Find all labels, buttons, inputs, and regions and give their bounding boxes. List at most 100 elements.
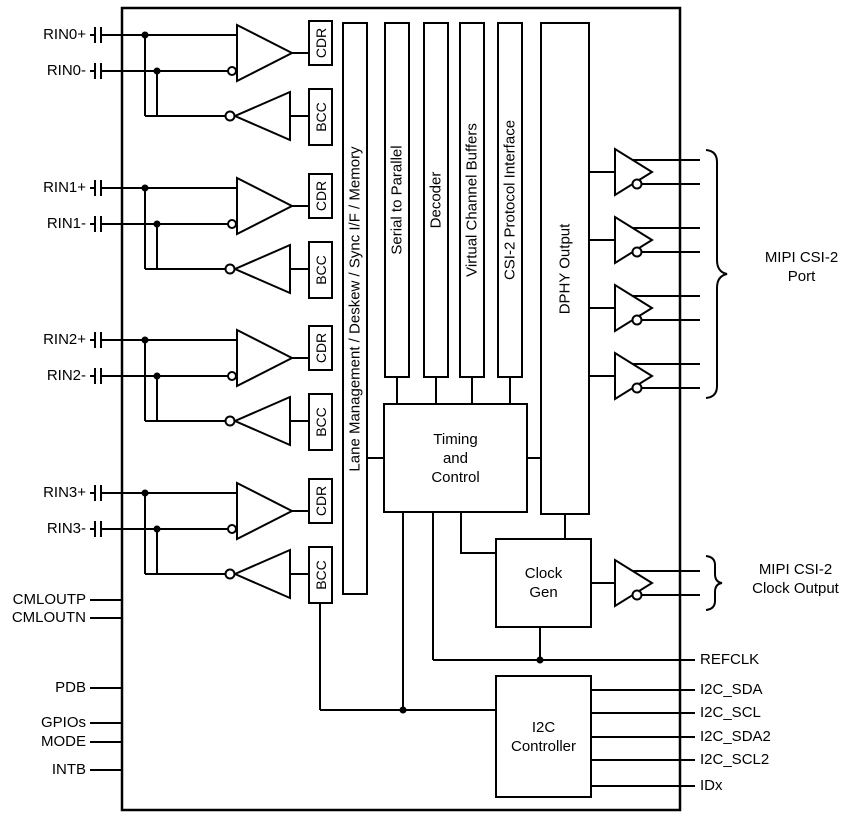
block-i2c-controller: I2C Controller [495, 675, 592, 798]
inverting-output-bubble [224, 415, 236, 427]
inverting-output-bubble [631, 382, 643, 394]
backchannel-wires [144, 340, 308, 422]
pin-label-cmloutn: CMLOUTN [11, 609, 86, 626]
refclk-wire [432, 513, 695, 661]
block-label: Clock Gen [524, 565, 563, 601]
inverting-output-bubble [631, 178, 643, 190]
buffer-output-wires [633, 295, 700, 321]
block-label: CDR [312, 332, 329, 364]
block-bcc-0: BCC [308, 88, 333, 146]
block-timing-and-control: Timing and Control [383, 403, 528, 513]
rin1-wires [90, 187, 237, 225]
block-cdr-2: CDR [308, 325, 333, 371]
pin-label-rin2-plus: RIN2+ [43, 331, 86, 348]
pin-label-gpios: GPIOs [40, 714, 86, 731]
block-label: Timing and Control [431, 430, 480, 486]
rin0-wires [90, 34, 237, 72]
pin-label-rin3-minus: RIN3- [46, 520, 86, 537]
backchannel-wires [144, 493, 308, 575]
block-decoder: Decoder [423, 22, 449, 378]
pin-label-rin2-minus: RIN2- [46, 367, 86, 384]
rin2-wires [90, 339, 237, 377]
dphy-output-buffer-3 [614, 351, 700, 401]
bcc-driver-icon [232, 243, 291, 295]
channel-3 [90, 481, 308, 600]
junction-dot [141, 31, 149, 39]
buffer-output-wires [633, 570, 700, 596]
bcc-to-i2c-wire [319, 604, 495, 711]
junction-dot [141, 489, 149, 497]
inverting-output-bubble [631, 314, 643, 326]
mipi-port-label: MIPI CSI-2 Port [764, 249, 839, 285]
block-label: Virtual Channel Buffers [463, 123, 481, 277]
pin-label-idx: IDx [700, 777, 723, 794]
block-label: CDR [312, 180, 329, 212]
block-serial-to-parallel: Serial to Parallel [384, 22, 410, 378]
mipi-clock-output-label: MIPI CSI-2 Clock Output [752, 561, 839, 597]
pin-label-cmloutp: CMLOUTP [12, 591, 86, 608]
backchannel-wires [144, 35, 308, 117]
block-cdr-3: CDR [308, 478, 333, 524]
dphy-output-buffer-0 [614, 147, 700, 197]
channel-1 [90, 176, 308, 295]
pin-label-intb: INTB [51, 761, 86, 778]
pin-label-rin0-plus: RIN0+ [43, 26, 86, 43]
pin-label-mode: MODE [41, 733, 86, 750]
pin-label-rin3-plus: RIN3+ [43, 484, 86, 501]
timing-to-clockgen-wire [460, 513, 495, 554]
pin-label-i2c-sda2: I2C_SDA2 [700, 728, 771, 745]
block-csi2-protocol-interface: CSI-2 Protocol Interface [497, 22, 523, 378]
pin-label-rin1-minus: RIN1- [46, 215, 86, 232]
core-wires [90, 171, 695, 787]
pin-label-i2c-scl2: I2C_SCL2 [700, 751, 770, 768]
inverting-output-bubble [631, 589, 643, 601]
coupling-capacitor-icon [94, 180, 102, 232]
dphy-output-buffer-1 [614, 215, 700, 265]
pin-label-i2c-scl: I2C_SCL [700, 704, 761, 721]
chip-outline [120, 6, 682, 812]
coupling-capacitor-icon [94, 485, 102, 537]
pin-label-rin1-plus: RIN1+ [43, 179, 86, 196]
rx-amplifier-icon [236, 328, 295, 388]
block-dphy-output: DPHY Output [540, 22, 590, 515]
block-label: DPHY Output [556, 223, 574, 314]
junction-dot [153, 220, 161, 228]
block-label: CDR [312, 485, 329, 517]
block-label: Decoder [427, 171, 445, 229]
pipeline-to-timing-wires [396, 378, 511, 403]
channel-0 [90, 23, 308, 142]
inverting-input-bubble [227, 219, 237, 229]
clock-output-buffer [614, 558, 700, 608]
junction-dot [153, 525, 161, 533]
pin-label-i2c-sda: I2C_SDA [700, 681, 763, 698]
buffer-output-wires [633, 159, 700, 185]
buffer-output-wires [633, 227, 700, 253]
block-label: BCC [312, 560, 329, 590]
block-cdr-0: CDR [308, 20, 333, 66]
inverting-input-bubble [227, 371, 237, 381]
block-cdr-1: CDR [308, 173, 333, 219]
coupling-capacitor-icon [94, 27, 102, 79]
block-label: I2C Controller [510, 718, 577, 755]
inverting-input-bubble [227, 524, 237, 534]
inverting-output-bubble [631, 246, 643, 258]
mipi-clock-brace [705, 555, 723, 611]
block-bcc-3: BCC [308, 546, 333, 604]
buffer-input-wires [590, 171, 615, 584]
pin-label-pdb: PDB [55, 679, 86, 696]
junction-dot [153, 67, 161, 75]
junction-dot [141, 336, 149, 344]
rx-amplifier-icon [236, 23, 295, 83]
inverting-output-bubble [224, 568, 236, 580]
junction-dot [153, 372, 161, 380]
rx-amplifier-icon [236, 481, 295, 541]
block-label: CSI-2 Protocol Interface [501, 119, 519, 281]
block-label: BCC [312, 255, 329, 285]
junction-dot [399, 706, 407, 714]
block-bcc-1: BCC [308, 241, 333, 299]
block-label: BCC [312, 102, 329, 132]
block-label: Lane Management / Deskew / Sync I/F / Me… [346, 145, 364, 472]
bcc-driver-icon [232, 548, 291, 600]
block-label: Serial to Parallel [388, 145, 406, 255]
